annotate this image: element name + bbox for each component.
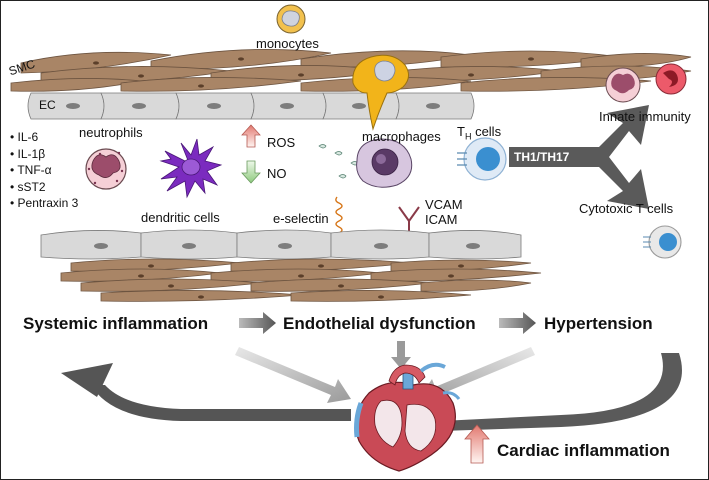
- transmigrating-monocyte-icon: [352, 54, 409, 131]
- macrophages-label: macrophages: [362, 129, 441, 144]
- dendritic-cell-icon: [159, 138, 223, 199]
- th-cells-label: TH cells: [457, 124, 501, 142]
- neutrophil-icon: [85, 148, 127, 190]
- th-cell-icon: [457, 137, 507, 181]
- arrow-systemic-to-endothelial: [239, 312, 276, 334]
- top-smc-layer: [10, 49, 692, 92]
- top-ec-layer: [27, 92, 475, 120]
- dendritic-cells-label: dendritic cells: [141, 210, 220, 225]
- cardiac-inflammation-label: Cardiac inflammation: [497, 441, 670, 460]
- innate-neutrophil-icon: [605, 67, 641, 103]
- th1-th17-arrow: [509, 105, 649, 209]
- vcam-label: VCAM: [425, 197, 463, 212]
- icam-label: ICAM: [425, 212, 458, 227]
- ros-up-arrow-icon: [241, 124, 261, 148]
- cytokine-item: Pentraxin 3: [10, 195, 79, 212]
- cytotoxic-t-cell-icon: [643, 225, 682, 259]
- feedback-curved-arrow: [61, 353, 682, 431]
- cytokine-item: TNF-α: [10, 162, 78, 179]
- cytokine-list: IL-6 IL-1β TNF-α sST2 Pentraxin 3: [10, 129, 78, 212]
- no-label: NO: [267, 166, 287, 181]
- bottom-smc-nuclei: [138, 264, 464, 299]
- cytotoxic-t-cells-label: Cytotoxic T cells: [579, 201, 674, 216]
- cytokine-item: sST2: [10, 179, 78, 196]
- cytokine-item: IL-1β: [10, 146, 78, 163]
- monocytes-label: monocytes: [256, 36, 319, 51]
- debris-fragments: [318, 144, 359, 179]
- ros-label: ROS: [267, 135, 296, 150]
- heart-icon: [354, 362, 461, 472]
- cardiac-up-arrow-icon: [464, 424, 490, 464]
- e-selectin-label: e-selectin: [273, 211, 329, 226]
- no-down-arrow-icon: [241, 160, 261, 184]
- arrow-hypertension-to-heart: [419, 347, 535, 403]
- macrophage-icon: [356, 138, 413, 188]
- innate-immunity-label: Innate immunity: [599, 109, 691, 124]
- th1-th17-label: TH1/TH17: [514, 150, 570, 164]
- th-cells-label-sub: H: [464, 131, 472, 142]
- innate-monocyte-icon: [655, 63, 687, 95]
- e-selectin-icon: [335, 196, 343, 234]
- arrow-endothelial-to-heart: [391, 341, 411, 369]
- top-ec-nuclei: [66, 103, 440, 109]
- cytokine-item: IL-6: [10, 129, 78, 146]
- th-cells-label-suffix: cells: [471, 124, 502, 139]
- th-cells-label-t: T: [457, 124, 465, 139]
- arrow-endothelial-to-hypertension: [499, 312, 536, 334]
- systemic-inflammation-label: Systemic inflammation: [23, 314, 209, 333]
- neutrophils-label: neutrophils: [79, 125, 143, 140]
- endothelial-dysfunction-label: Endothelial dysfunction: [283, 314, 476, 333]
- bottom-ec-nuclei: [94, 243, 480, 249]
- ec-label: EC: [39, 98, 56, 112]
- monocyte-icon: [276, 4, 306, 34]
- arrow-systemic-to-heart: [235, 347, 351, 403]
- hypertension-label: Hypertension: [544, 314, 653, 333]
- bottom-smc-layer: [60, 258, 542, 302]
